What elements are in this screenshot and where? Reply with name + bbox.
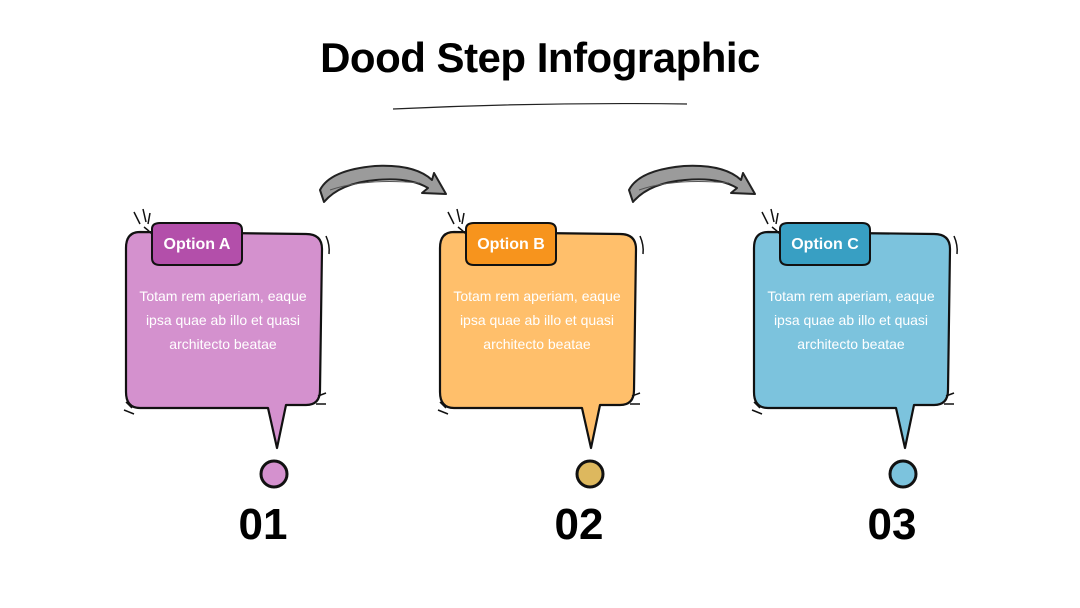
step-bubble-b xyxy=(437,208,644,489)
arrow-icon xyxy=(628,164,756,203)
step-number-c: 03 xyxy=(867,500,917,549)
step-number-b: 02 xyxy=(554,500,604,549)
step-label-b: Option B xyxy=(477,236,545,253)
step-text-a: Totam rem aperiam, eaque ipsa quae ab il… xyxy=(139,288,307,352)
step-number-a: 01 xyxy=(238,500,288,549)
title-underline xyxy=(392,102,688,110)
arrow-icon xyxy=(319,164,447,203)
step-bubble-a xyxy=(123,208,330,489)
page-title: Dood Step Infographic xyxy=(320,34,760,81)
step-text-c: Totam rem aperiam, eaque ipsa quae ab il… xyxy=(767,288,935,352)
step-text-b: Totam rem aperiam, eaque ipsa quae ab il… xyxy=(453,288,621,352)
step-label-c: Option C xyxy=(791,236,859,253)
step-bubble-c xyxy=(751,208,958,489)
step-label-a: Option A xyxy=(163,236,231,253)
